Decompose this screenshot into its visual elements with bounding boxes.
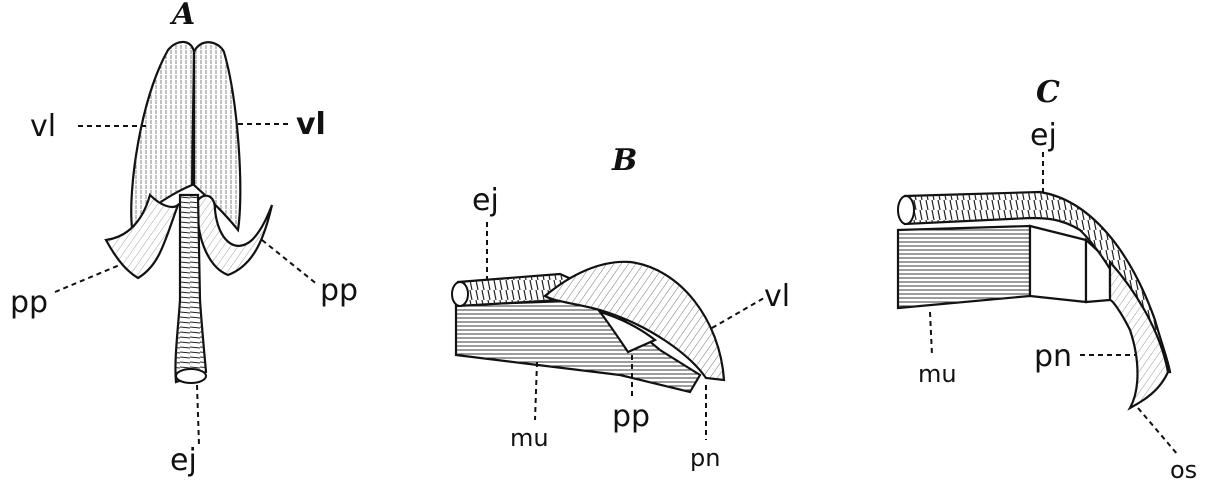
label-c-ej: ej xyxy=(1030,118,1057,153)
panel-a-title: A xyxy=(169,0,195,32)
label-c-os: os xyxy=(1170,456,1197,484)
panel-c-muscle xyxy=(896,224,1032,310)
label-b-mu: mu xyxy=(510,424,549,452)
label-a-ej: ej xyxy=(170,443,197,478)
panel-c-title: C xyxy=(1036,75,1060,110)
panel-b-valve xyxy=(543,260,726,382)
label-a-vl-left: vl xyxy=(30,109,56,144)
panel-b: B ej vl mu pp pn xyxy=(451,143,790,472)
panel-b-paramere xyxy=(597,309,658,354)
panel-c: C ej mu pn os xyxy=(896,75,1197,484)
label-a-pp-left: pp xyxy=(10,285,48,320)
label-c-pn: pn xyxy=(1034,339,1072,374)
panel-a-parameres xyxy=(104,192,274,280)
panel-a-valves xyxy=(130,40,242,233)
panel-b-title: B xyxy=(611,143,637,178)
label-a-pp-right: pp xyxy=(320,273,358,308)
label-b-vl: vl xyxy=(764,279,790,314)
panel-a-ejaculatory-duct xyxy=(174,193,208,384)
panel-a: A vl vl pp pp xyxy=(10,0,358,478)
label-a-vl-right: vl xyxy=(296,107,326,142)
label-b-pp: pp xyxy=(612,399,650,434)
label-b-ej: ej xyxy=(472,183,499,218)
panel-c-penis xyxy=(1108,259,1170,411)
label-b-pn: pn xyxy=(690,444,720,472)
label-c-mu: mu xyxy=(918,360,957,388)
